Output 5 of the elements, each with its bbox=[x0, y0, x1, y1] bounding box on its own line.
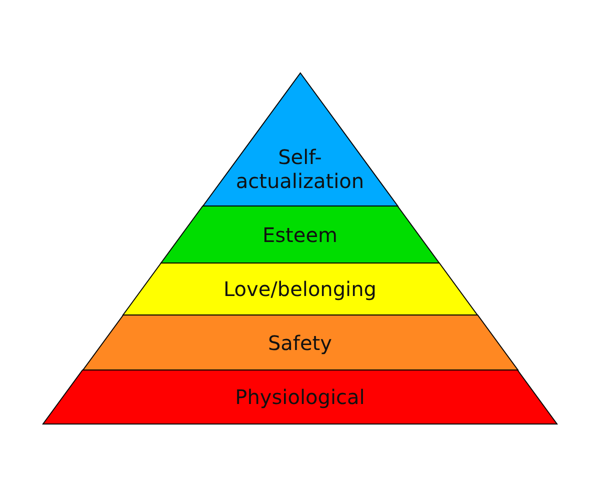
tier-label: Safety bbox=[266, 330, 333, 354]
tier-label: Esteem bbox=[261, 222, 338, 246]
tier-label: Love/belonging bbox=[222, 277, 378, 301]
tier-label: Self-actualization bbox=[234, 144, 366, 193]
tier-label: Physiological bbox=[234, 385, 366, 409]
